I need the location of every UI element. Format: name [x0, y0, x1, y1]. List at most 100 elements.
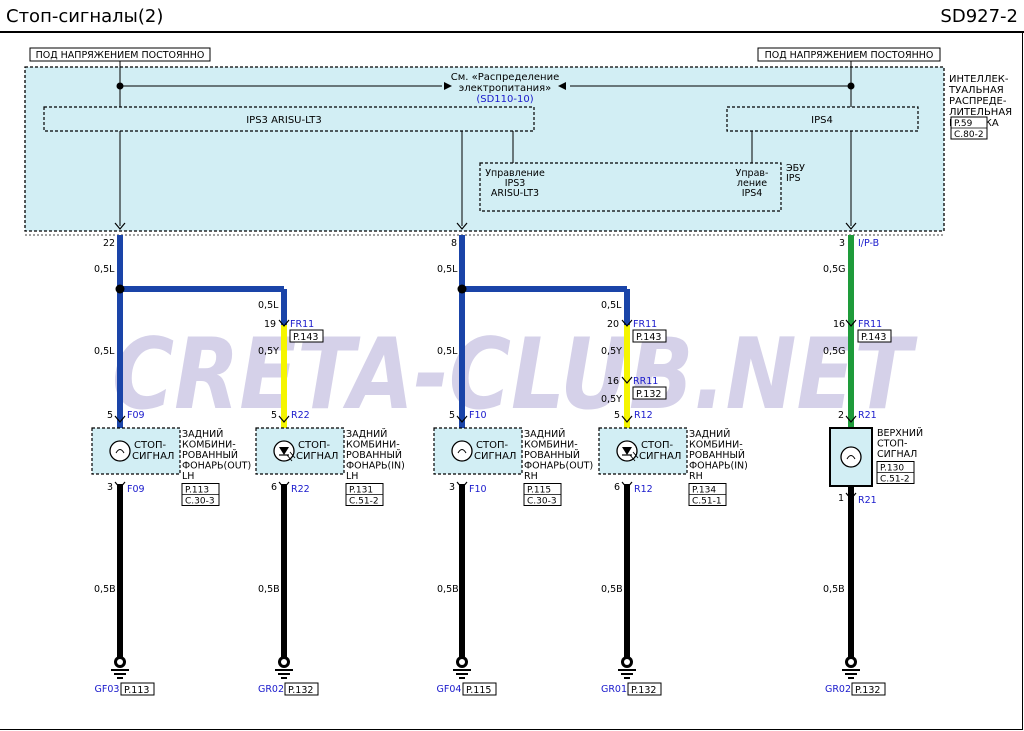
ground-name[interactable]: GF03 [95, 684, 120, 695]
ctrl-right-1: Управ- [736, 168, 769, 179]
svg-text:FR11: FR11 [633, 319, 657, 330]
ref-connector: C.30-3 [527, 497, 557, 507]
ground-3: GF04 P.115 [437, 656, 497, 696]
lamp-description: RH [524, 471, 538, 482]
lamp-label: СИГНАЛ [474, 451, 516, 462]
connector-name[interactable]: F10 [469, 410, 487, 421]
lamp-description: РОВАННЫЙ [346, 449, 402, 461]
junction-box-ref-p: P.59 [954, 119, 973, 129]
svg-text:RR11: RR11 [633, 376, 658, 387]
pin-number: 5 [449, 410, 455, 421]
svg-text:P.143: P.143 [636, 332, 661, 343]
output-pin-1: 22 [103, 238, 115, 249]
page-title: Стоп-сигналы(2) [6, 6, 164, 27]
power-label-left: ПОД НАПРЯЖЕНИЕМ ПОСТОЯННО [36, 50, 205, 61]
wire-label: 0,5L [94, 346, 115, 357]
lamp-description: ФОНАРЬ(IN) [346, 461, 405, 472]
svg-text:16: 16 [833, 319, 845, 330]
lamp-description: ЗАДНИЙ [346, 428, 387, 440]
diagram-code: SD927-2 [940, 6, 1018, 27]
lamp-description: ЗАДНИЙ [689, 428, 730, 440]
ref-box [284, 682, 319, 696]
lamp-description: ЗАДНИЙ [524, 428, 565, 440]
power-label-right-box [757, 47, 941, 62]
connector-name[interactable]: R12 [634, 410, 653, 421]
output-pin-2: 8 [451, 238, 457, 249]
ref-page: P.130 [880, 464, 904, 474]
ref-connector: C.30-3 [185, 497, 215, 507]
lamp-body [433, 427, 523, 475]
lamp-description: LH [346, 471, 358, 482]
ips3-block [43, 106, 535, 132]
connector-name[interactable]: R21 [858, 410, 877, 421]
ground-name[interactable]: GR02 [825, 684, 851, 695]
output-conn-3[interactable]: I/P-B [858, 238, 879, 249]
connector-name[interactable]: F09 [127, 410, 145, 421]
lamp-description: LH [182, 471, 194, 482]
ground-2: GR02 P.132 [258, 656, 319, 696]
ground-ref: P.115 [466, 685, 491, 696]
lamp-body [91, 427, 181, 475]
pin-number: 5 [614, 410, 620, 421]
wire-label: 0,5L [258, 300, 279, 311]
svg-text:FR11: FR11 [290, 319, 314, 330]
bulb-icon [840, 446, 862, 468]
lamp-body [598, 427, 688, 475]
ctrl-left-1: Управление [485, 168, 545, 179]
lamp-label: СТОП- [476, 440, 508, 451]
lamp-description: ЗАДНИЙ [182, 428, 223, 440]
wire-label: 0,5G [823, 264, 845, 275]
svg-text:P.143: P.143 [293, 332, 318, 343]
junction-box [24, 66, 945, 232]
inline-connector: 16 FR11 P.143 [833, 319, 892, 343]
lamp-description: РОВАННЫЙ [182, 449, 238, 461]
ctrl-left-3: ARISU-LT3 [491, 188, 539, 199]
wire-label: 0,5B [823, 584, 845, 595]
wire-label: 0,5G [823, 346, 845, 357]
pin-number: 2 [838, 410, 844, 421]
power-dist-see: См. «Распределение [451, 72, 560, 83]
wires [117, 235, 854, 658]
ref-connector: C.51-2 [880, 475, 910, 485]
connector-name[interactable]: F09 [127, 484, 145, 495]
pin-number: 5 [271, 410, 277, 421]
connector-name[interactable]: R22 [291, 484, 310, 495]
wire-label: 0,5L [437, 264, 458, 275]
lamp-body [255, 427, 345, 475]
ground-name[interactable]: GR02 [258, 684, 284, 695]
pin-number: 3 [449, 482, 455, 493]
ecu-ips-block [479, 162, 782, 212]
ref-box [851, 682, 886, 696]
connector-name[interactable]: R12 [634, 484, 653, 495]
power-dist-link[interactable]: (SD110-10) [476, 94, 533, 105]
power-dist-see-2: электропитания» [459, 83, 552, 94]
ground-name[interactable]: GF04 [437, 684, 462, 695]
ref-page: P.115 [527, 486, 551, 496]
splice-mid [457, 284, 467, 294]
inline-connector: 20 FR11 P.143 [607, 319, 667, 343]
ground-name[interactable]: GR01 [601, 684, 627, 695]
junction-box-name-3: РАСПРЕДЕ- [949, 96, 1007, 107]
lamp-description: КОМБИНИ- [182, 440, 236, 451]
lamp-label: СТОП- [134, 440, 166, 451]
ref-box [627, 682, 662, 696]
ctrl-left-2: IPS3 [505, 178, 526, 189]
lamp-description: RH [689, 471, 703, 482]
connector-name[interactable]: R21 [858, 495, 877, 506]
ips4-block [726, 106, 919, 132]
junction-box-name-2: ТУАЛЬНАЯ [948, 85, 1004, 96]
pin-number: 3 [107, 482, 113, 493]
wire-label: 0,5Y [601, 394, 622, 405]
pin-number: 1 [838, 493, 844, 504]
connector-name[interactable]: R22 [291, 410, 310, 421]
power-label-right: ПОД НАПРЯЖЕНИЕМ ПОСТОЯННО [765, 50, 934, 61]
ctrl-right-3: IPS4 [742, 188, 763, 199]
ground-ref: P.132 [288, 685, 313, 696]
bulb-icon [451, 440, 473, 462]
connector-name[interactable]: F10 [469, 484, 487, 495]
